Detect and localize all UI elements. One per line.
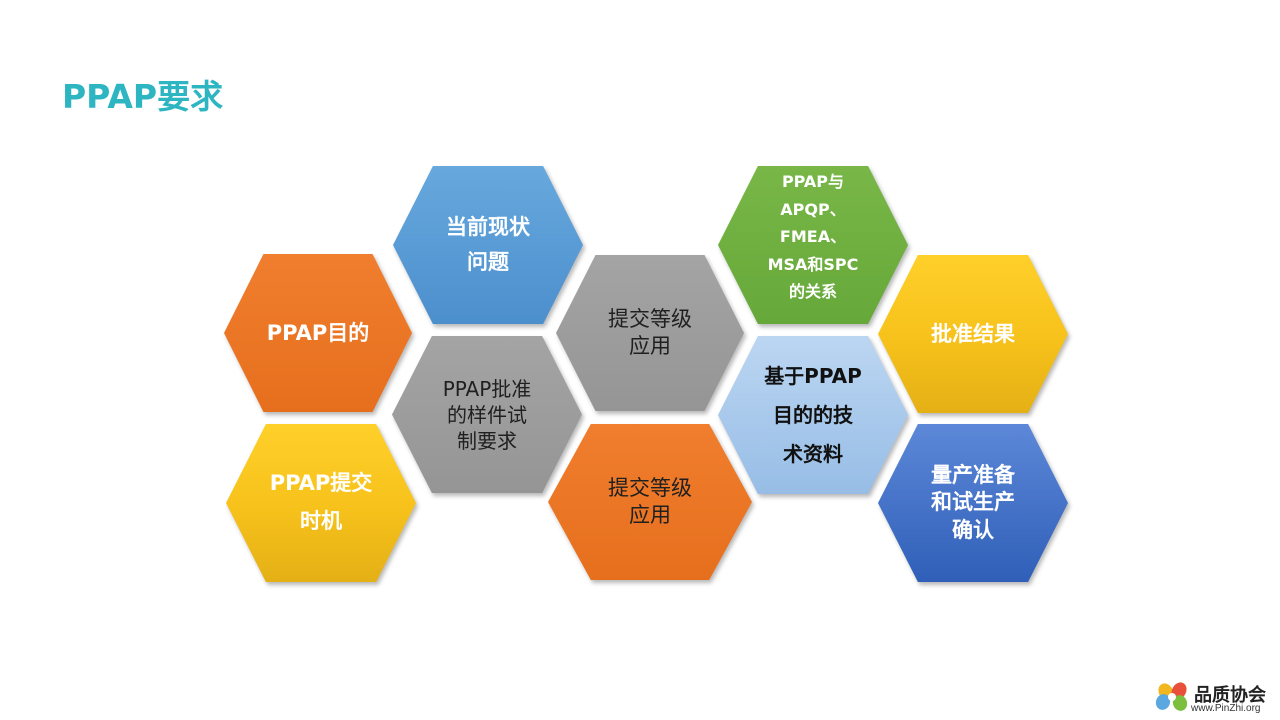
hex-sample[interactable]: PPAP批准 的样件试 制要求	[392, 336, 582, 493]
hex-result-label: 批准结果	[931, 321, 1015, 346]
hex-sample-label: PPAP批准 的样件试 制要求	[442, 376, 532, 453]
hex-relation-label: PPAP与 APQP、 FMEA、 MSA和SPC 的关系	[767, 172, 859, 302]
hex-wrapper-technical: 基于PPAP 目的的技 术资料	[718, 336, 908, 494]
hex-confirm[interactable]: 量产准备 和试生产 确认	[878, 424, 1068, 582]
hex-wrapper-current: 当前现状 问题	[393, 166, 583, 324]
hex-wrapper-result: 批准结果	[878, 255, 1068, 413]
hex-timing-label: PPAP提交 时机	[269, 471, 373, 533]
hex-technical-label: 基于PPAP 目的的技 术资料	[764, 363, 862, 466]
hex-wrapper-timing: PPAP提交 时机	[226, 424, 416, 582]
hex-wrapper-purpose: PPAP目的	[224, 254, 412, 412]
hex-technical[interactable]: 基于PPAP 目的的技 术资料	[718, 336, 908, 494]
hex-purpose-label: PPAP目的	[266, 320, 370, 345]
hex-wrapper-relation: PPAP与 APQP、 FMEA、 MSA和SPC 的关系	[718, 166, 908, 324]
hex-current-label: 当前现状 问题	[446, 215, 530, 274]
hex-level-bottom[interactable]: 提交等级 应用	[548, 424, 752, 580]
logo-name: 品质协会	[1194, 685, 1266, 706]
hex-wrapper-level-bottom: 提交等级 应用	[548, 424, 752, 580]
hex-level-bottom-label: 提交等级 应用	[608, 475, 692, 527]
hex-timing[interactable]: PPAP提交 时机	[226, 424, 416, 582]
hex-confirm-label: 量产准备 和试生产 确认	[931, 463, 1015, 542]
hex-current[interactable]: 当前现状 问题	[393, 166, 583, 324]
footer-logo[interactable]: 品质协会 www.PinZhi.org	[1154, 680, 1276, 716]
hex-result[interactable]: 批准结果	[878, 255, 1068, 413]
hex-level-top[interactable]: 提交等级 应用	[556, 255, 744, 411]
hex-relation[interactable]: PPAP与 APQP、 FMEA、 MSA和SPC 的关系	[718, 166, 908, 324]
hex-level-top-label: 提交等级 应用	[608, 306, 692, 358]
slide-title: PPAP要求	[62, 77, 224, 116]
logo-url: www.PinZhi.org	[1191, 703, 1261, 714]
flower-logo-icon	[1155, 682, 1188, 711]
hex-purpose[interactable]: PPAP目的	[224, 254, 412, 412]
hex-wrapper-level-top: 提交等级 应用	[556, 255, 744, 411]
hex-wrapper-confirm: 量产准备 和试生产 确认	[878, 424, 1068, 582]
hex-wrapper-sample: PPAP批准 的样件试 制要求	[392, 336, 582, 493]
